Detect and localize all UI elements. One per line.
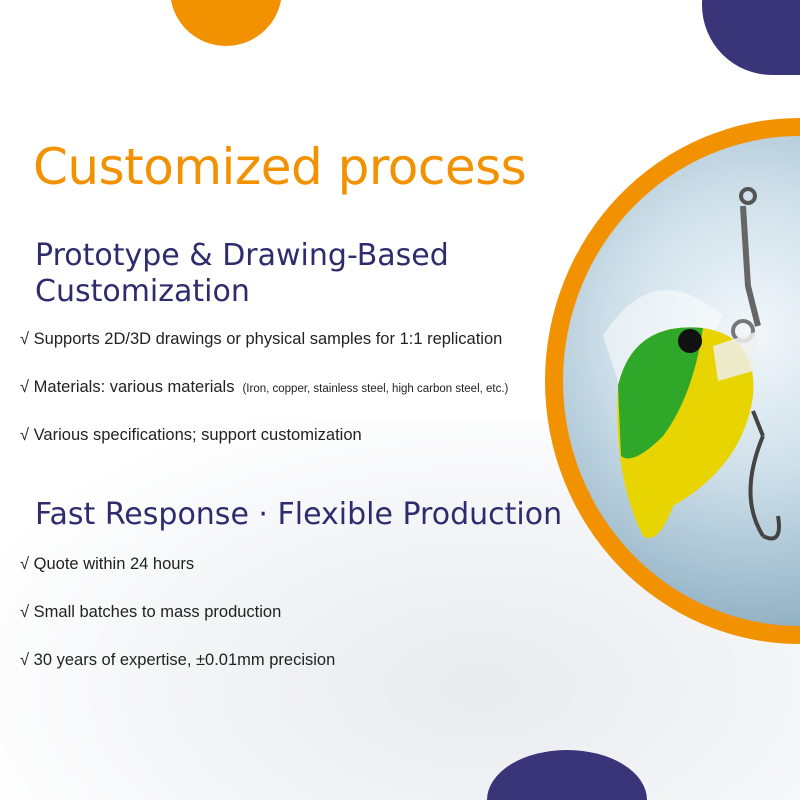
section1-heading-line1: Prototype & Drawing-Based [35, 238, 449, 273]
item-text: 30 years of expertise, ±0.01mm precision [33, 651, 336, 669]
section1-heading: Prototype & Drawing-Based Customization [35, 238, 449, 310]
check-icon: √ [20, 603, 30, 621]
list-item: √ 30 years of expertise, ±0.01mm precisi… [20, 651, 335, 670]
item-note: (Iron, copper, stainless steel, high car… [242, 383, 509, 395]
decor-circle-orange [170, 0, 282, 46]
item-text: Various specifications; support customiz… [33, 426, 362, 444]
list-item: √ Small batches to mass production [20, 603, 281, 622]
item-text: Quote within 24 hours [33, 555, 195, 573]
list-item: √ Materials: various materials (Iron, cop… [20, 378, 508, 397]
check-icon: √ [20, 426, 30, 444]
section1-heading-line2: Customization [35, 274, 250, 309]
list-item: √ Quote within 24 hours [20, 555, 194, 574]
check-icon: √ [20, 651, 30, 669]
fishing-lure-photo [563, 136, 800, 626]
item-text: Materials: various materials [33, 378, 235, 396]
item-text: Small batches to mass production [33, 603, 282, 621]
page-title: Customized process [33, 138, 527, 196]
list-item: √ Various specifications; support custom… [20, 426, 362, 445]
list-item: √ Supports 2D/3D drawings or physical sa… [20, 330, 502, 349]
decor-circle-navy-top [702, 0, 800, 75]
check-icon: √ [20, 378, 30, 396]
check-icon: √ [20, 330, 30, 348]
check-icon: √ [20, 555, 30, 573]
item-text: Supports 2D/3D drawings or physical samp… [33, 330, 503, 348]
section2-heading: Fast Response · Flexible Production [35, 497, 563, 532]
